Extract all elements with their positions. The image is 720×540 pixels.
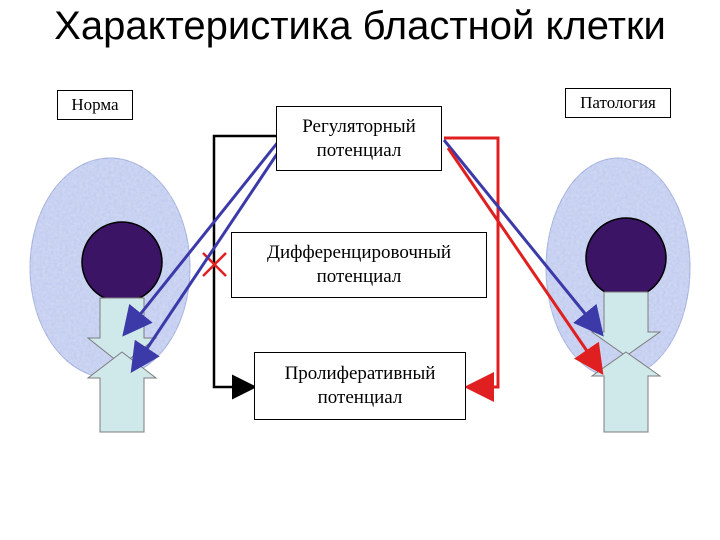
proliferative-potential-box: Пролиферативный потенциал [254,352,466,420]
regulatory-potential-line-1: Регуляторный [302,115,416,137]
regulatory-potential-box: Регуляторный потенциал [276,106,442,171]
pathology-regulation-connector [444,136,500,402]
regulatory-potential-line-2: потенциал [316,139,402,161]
pathology-label: Патология [565,88,671,118]
norm-label: Норма [57,90,133,120]
proliferative-potential-line-1: Пролиферативный [284,363,436,384]
normal-cell [29,157,191,433]
regulatory-to-normal-cell-arrow-2 [130,144,285,373]
regulatory-to-pathology-cell-red-arrow [446,147,604,375]
pathology-cell [545,157,691,433]
differentiation-potential-box: Дифференцировочный потенциал [231,232,487,298]
differentiation-potential-line-2: потенциал [316,266,402,287]
regulatory-to-pathology-cell-blue-arrow [442,139,604,337]
normal-regulation-connector [212,134,276,400]
normal-cell-nucleus [81,221,163,303]
pathology-cell-nucleus [585,217,667,299]
slide-title: Характеристика бластной клетки [54,4,666,48]
regulatory-to-normal-cell-arrow-1 [122,141,280,337]
pathology-cell-lower-arrow [590,351,662,433]
proliferative-potential-line-2: потенциал [317,387,403,408]
differentiation-potential-line-1: Дифференцировочный [266,242,452,263]
